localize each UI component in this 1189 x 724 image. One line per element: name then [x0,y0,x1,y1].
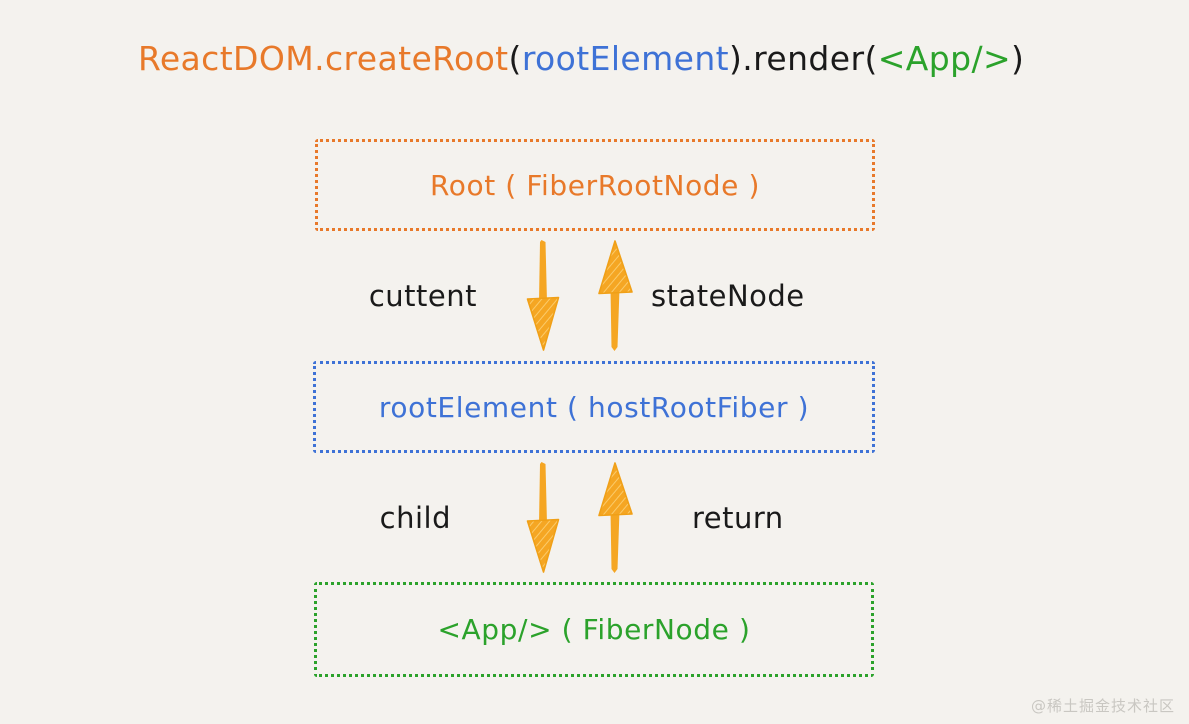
edge-label-statenode: stateNode [651,279,805,313]
title-segment-rootelement: rootElement [521,39,729,78]
title-segment-close-paren: ) [1011,39,1025,78]
title-segment-createroot: ReactDOM.createRoot [138,39,509,78]
watermark: @稀土掘金技术社区 [1030,697,1175,715]
edge-label-child: child [379,501,451,535]
arrow-down-child-icon [521,461,565,578]
title-segment-render: ).render( [729,39,878,78]
node-root: Root ( FiberRootNode ) [315,139,875,231]
edge-root-to-rootelement: cuttent [0,231,1189,361]
edge-rootelement-to-app: child [0,453,1189,582]
title-segment-app: <App/> [877,39,1012,78]
title-segment-open-paren: ( [508,39,522,78]
edge-label-return: return [692,501,784,535]
node-root-element: rootElement ( hostRootFiber ) [313,361,875,453]
node-app-label: <App/> ( FiberNode ) [437,613,751,646]
arrow-up-return-icon [593,461,637,578]
arrow-up-statenode-icon [593,239,637,356]
node-app: <App/> ( FiberNode ) [314,582,874,677]
node-root-element-label: rootElement ( hostRootFiber ) [378,390,810,424]
page-title: ReactDOM.createRoot(rootElement).render(… [138,42,1024,75]
arrow-down-current-icon [521,239,565,356]
edge-label-cuttent: cuttent [368,279,477,313]
node-root-label: Root ( FiberRootNode ) [429,168,761,202]
